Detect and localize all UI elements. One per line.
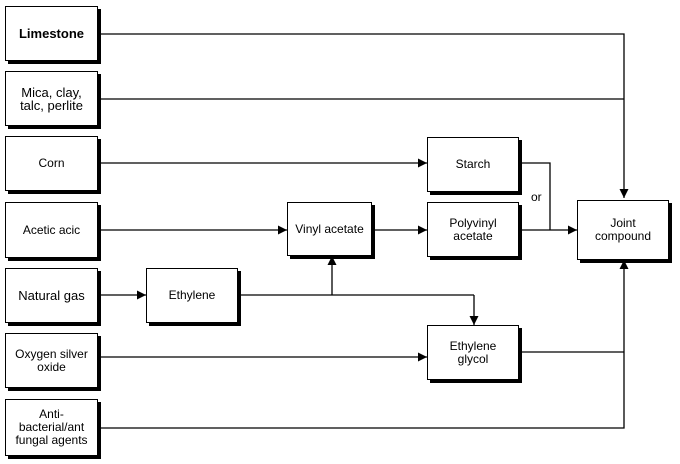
- joint-compound-box: Joint compound: [577, 200, 669, 260]
- natural-gas-label: Natural gas: [18, 288, 85, 303]
- ethylene-glycol-label: Ethylene glycol: [449, 338, 497, 366]
- oxygen-label: Oxygen silver oxide: [15, 346, 88, 374]
- polyvinyl-acetate-label: Polyvinyl acetate: [449, 215, 497, 243]
- natural-gas-box: Natural gas: [5, 268, 98, 323]
- corn-label: Corn: [38, 156, 65, 170]
- ethylene-box: Ethylene: [146, 268, 238, 323]
- line-starch-joint: [519, 162, 551, 230]
- mica-box: Mica, clay, talc, perlite: [5, 71, 98, 126]
- vinyl-acetate-label: Vinyl acetate: [295, 221, 364, 236]
- arrow-limestone-joint: [98, 33, 629, 198]
- polyvinyl-acetate-box: Polyvinyl acetate: [427, 202, 519, 257]
- arrow-antibacterial-joint: [98, 260, 629, 429]
- joint-compound-label: Joint compound: [594, 216, 652, 243]
- antibacterial-label: Anti- bacterial/ant fungal agents: [15, 407, 88, 447]
- starch-box: Starch: [427, 137, 519, 192]
- antibacterial-box: Anti- bacterial/ant fungal agents: [5, 399, 98, 456]
- acetic-acid-label: Acetic acic: [22, 222, 81, 237]
- vinyl-acetate-box: Vinyl acetate: [287, 202, 372, 256]
- limestone-box: Limestone: [5, 6, 98, 61]
- oxygen-box: Oxygen silver oxide: [5, 333, 98, 388]
- corn-box: Corn: [5, 136, 98, 191]
- starch-label: Starch: [455, 157, 491, 171]
- or-label: or: [531, 190, 542, 204]
- mica-label: Mica, clay, talc, perlite: [20, 84, 83, 113]
- ethylene-glycol-box: Ethylene glycol: [427, 325, 519, 380]
- ethylene-label: Ethylene: [168, 288, 216, 302]
- acetic-acid-box: Acetic acic: [5, 202, 98, 258]
- limestone-label: Limestone: [18, 26, 84, 41]
